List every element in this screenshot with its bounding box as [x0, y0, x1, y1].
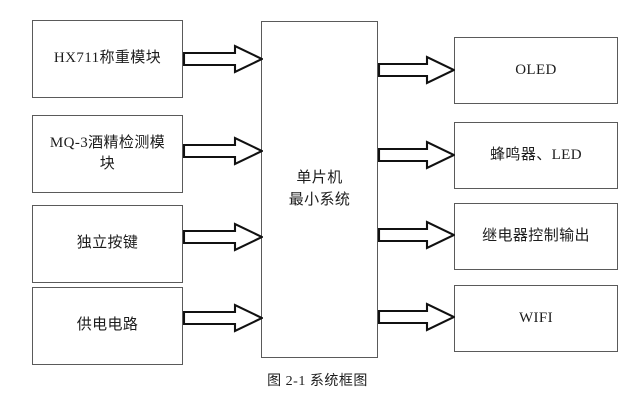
block-buzzer-and-led: 蜂鸣器、LED: [454, 122, 618, 189]
block-arrow-right-icon: [183, 44, 263, 74]
block-mcu-minimum-system: 单片机 最小系统: [261, 21, 378, 358]
block-label: 独立按键: [76, 235, 139, 252]
block-arrow-right-icon: [183, 136, 263, 166]
block-arrow-right-icon: [378, 140, 455, 170]
block-arrow-right-icon: [183, 222, 263, 252]
block-label: OLED: [515, 61, 557, 78]
block-mq3-alcohol-sensor-module: MQ-3酒精检测模 块: [32, 115, 183, 193]
block-independent-keys: 独立按键: [32, 205, 183, 283]
block-label: MQ-3酒精检测模 块: [49, 134, 166, 172]
block-arrow-right-icon: [378, 220, 455, 250]
block-label: 蜂鸣器、LED: [490, 146, 582, 163]
block-label: 供电电路: [76, 317, 139, 334]
block-relay-control-output: 继电器控制输出: [454, 203, 618, 270]
block-label: 单片机 最小系统: [288, 170, 351, 208]
block-arrow-right-icon: [183, 303, 263, 333]
block-power-supply-circuit: 供电电路: [32, 287, 183, 365]
block-label: 继电器控制输出: [482, 227, 590, 244]
block-hx711-weighing-module: HX711称重模块: [32, 20, 183, 98]
block-arrow-right-icon: [378, 302, 455, 332]
block-oled-display: OLED: [454, 37, 618, 104]
block-arrow-right-icon: [378, 55, 455, 85]
block-label: WIFI: [518, 309, 554, 326]
block-label: HX711称重模块: [53, 50, 162, 67]
figure-caption: 图 2-1 系统框图: [267, 374, 368, 389]
block-wifi-module: WIFI: [454, 285, 618, 352]
